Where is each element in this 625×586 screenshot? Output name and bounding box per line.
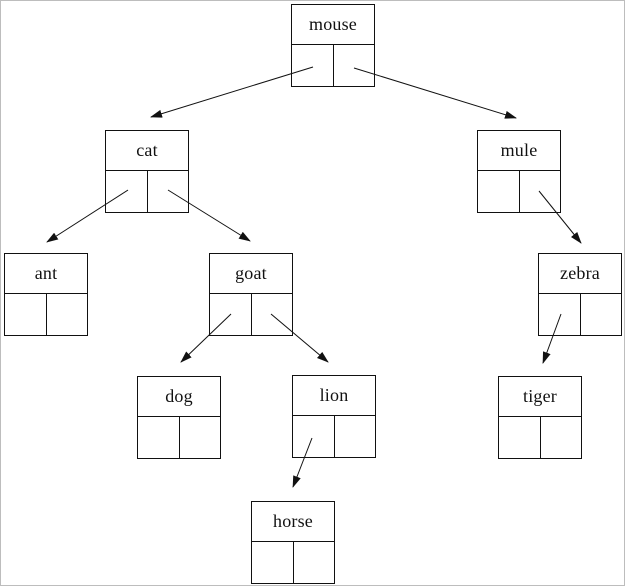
tree-node-dog: dog: [137, 376, 221, 459]
pointer-cells: [499, 417, 581, 458]
right-pointer-cell: [47, 294, 88, 335]
right-pointer-cell: [334, 45, 375, 86]
left-pointer-cell: [5, 294, 47, 335]
node-label: goat: [210, 254, 292, 294]
tree-node-horse: horse: [251, 501, 335, 584]
left-pointer-cell: [138, 417, 180, 458]
right-pointer-cell: [335, 416, 376, 457]
node-label: lion: [293, 376, 375, 416]
tree-node-lion: lion: [292, 375, 376, 458]
pointer-cells: [478, 171, 560, 212]
right-pointer-cell: [148, 171, 189, 212]
right-pointer-cell: [581, 294, 622, 335]
right-pointer-cell: [520, 171, 561, 212]
pointer-cells: [210, 294, 292, 335]
right-pointer-cell: [252, 294, 293, 335]
pointer-cells: [106, 171, 188, 212]
left-pointer-cell: [252, 542, 294, 583]
node-label: cat: [106, 131, 188, 171]
tree-node-cat: cat: [105, 130, 189, 213]
node-label: horse: [252, 502, 334, 542]
node-label: mule: [478, 131, 560, 171]
left-pointer-cell: [210, 294, 252, 335]
pointer-cells: [292, 45, 374, 86]
left-pointer-cell: [106, 171, 148, 212]
pointer-cells: [539, 294, 621, 335]
left-pointer-cell: [478, 171, 520, 212]
tree-node-mouse: mouse: [291, 4, 375, 87]
pointer-cells: [138, 417, 220, 458]
pointer-cells: [5, 294, 87, 335]
left-pointer-cell: [499, 417, 541, 458]
node-label: zebra: [539, 254, 621, 294]
right-pointer-cell: [180, 417, 221, 458]
left-pointer-cell: [293, 416, 335, 457]
node-label: tiger: [499, 377, 581, 417]
tree-node-mule: mule: [477, 130, 561, 213]
right-pointer-cell: [294, 542, 335, 583]
node-label: dog: [138, 377, 220, 417]
pointer-cells: [293, 416, 375, 457]
node-label: ant: [5, 254, 87, 294]
tree-node-ant: ant: [4, 253, 88, 336]
edge-mouse-right-to-mule: [353, 67, 517, 119]
pointer-cells: [252, 542, 334, 583]
left-pointer-cell: [539, 294, 581, 335]
tree-node-tiger: tiger: [498, 376, 582, 459]
right-pointer-cell: [541, 417, 582, 458]
left-pointer-cell: [292, 45, 334, 86]
node-label: mouse: [292, 5, 374, 45]
edge-mouse-left-to-cat: [150, 66, 314, 118]
tree-node-goat: goat: [209, 253, 293, 336]
tree-node-zebra: zebra: [538, 253, 622, 336]
